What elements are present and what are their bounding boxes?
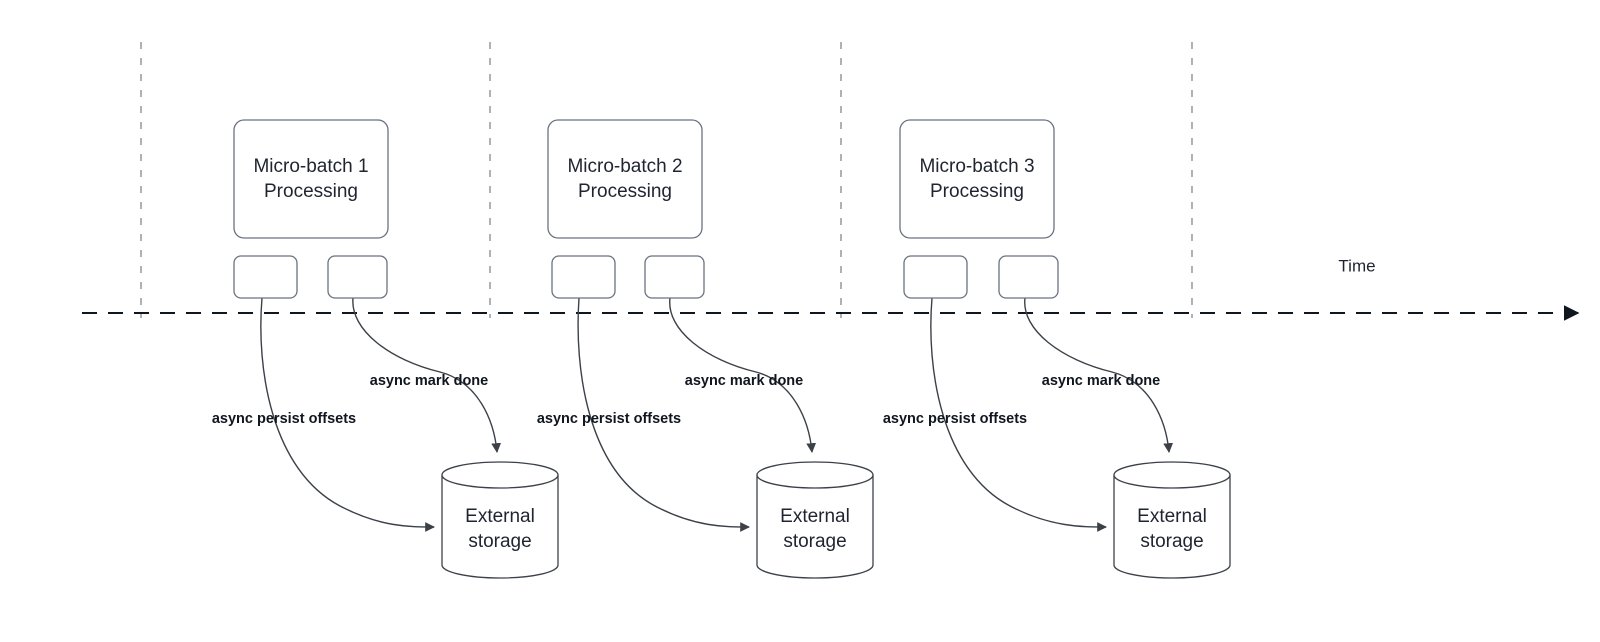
async-mark-done-3-label: async mark done [1042, 373, 1160, 389]
micro-batch-1-title-line1: Micro-batch 1 [253, 156, 368, 177]
async-persist-offsets-1-edge [260, 297, 435, 532]
micro-batch-2-title-line2: Processing [578, 181, 672, 202]
async-persist-offsets-3-edge [930, 297, 1107, 532]
edge-labels: async persist offsets async mark done asyn… [212, 373, 1160, 427]
external-storage-1-body [441, 474, 559, 579]
external-storage-1-label-line1: External [465, 506, 535, 527]
external-storage-2-label-line1: External [780, 506, 850, 527]
async-persist-offsets-2-edge [577, 297, 750, 532]
external-storage-3-top [1113, 461, 1231, 489]
async-mark-done-3-edge [1024, 297, 1174, 453]
async-persist-offsets-3-label: async persist offsets [883, 411, 1027, 427]
external-storage-1-top [441, 461, 559, 489]
mini-box-2b[interactable] [644, 255, 705, 299]
external-storage-2-top [756, 461, 874, 489]
time-axis-label: Time [1338, 256, 1375, 275]
micro-batch-1-node[interactable]: Micro-batch 1 Processing [233, 119, 389, 239]
async-persist-offsets-2-label: async persist offsets [537, 411, 681, 427]
mini-box-3b[interactable] [998, 255, 1059, 299]
external-storage-3-node[interactable]: External storage [1113, 461, 1231, 579]
async-mark-done-1-edge [352, 297, 502, 453]
micro-batch-2-title-line1: Micro-batch 2 [567, 156, 682, 177]
external-storage-2-body [756, 474, 874, 579]
batch-boundary-dividers [140, 42, 1193, 318]
flow-edges [260, 297, 1174, 532]
mini-box-2a[interactable] [551, 255, 616, 299]
async-mark-done-2-label: async mark done [685, 373, 803, 389]
external-storage-1-label-line2: storage [468, 531, 531, 552]
external-storage-1-node[interactable]: External storage [441, 461, 559, 579]
micro-batch-2-box[interactable] [547, 119, 703, 239]
external-storage-3-label-line2: storage [1140, 531, 1203, 552]
mini-box-1b[interactable] [327, 255, 388, 299]
external-storage-2-node[interactable]: External storage [756, 461, 874, 579]
external-storage-2-label-line2: storage [783, 531, 846, 552]
mini-box-1a[interactable] [233, 255, 298, 299]
micro-batch-1-box[interactable] [233, 119, 389, 239]
micro-batch-3-box[interactable] [899, 119, 1055, 239]
async-mark-done-2-edge [669, 297, 817, 453]
micro-batch-3-title-line2: Processing [930, 181, 1024, 202]
mini-box-3a[interactable] [903, 255, 968, 299]
micro-batch-1-title-line2: Processing [264, 181, 358, 202]
async-persist-offsets-1-label: async persist offsets [212, 411, 356, 427]
micro-batch-3-title-line1: Micro-batch 3 [919, 156, 1034, 177]
external-storage-3-label-line1: External [1137, 506, 1207, 527]
micro-batch-2-node[interactable]: Micro-batch 2 Processing [547, 119, 703, 239]
async-mark-done-1-label: async mark done [370, 373, 488, 389]
micro-batch-3-node[interactable]: Micro-batch 3 Processing [899, 119, 1055, 239]
external-storage-3-body [1113, 474, 1231, 579]
